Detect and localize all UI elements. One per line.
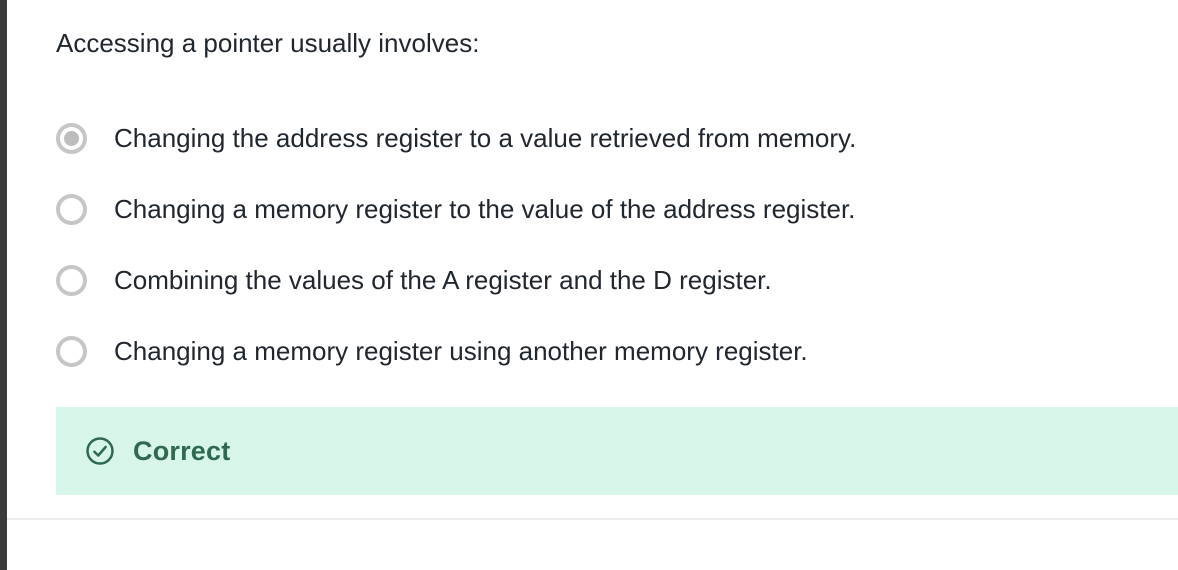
check-circle-icon <box>86 437 114 465</box>
option-label: Changing a memory register to the value … <box>114 194 856 224</box>
answer-option[interactable]: Changing a memory register to the value … <box>56 194 1178 225</box>
correct-feedback-banner: Correct <box>56 407 1178 495</box>
question-block: Accessing a pointer usually involves: Ch… <box>56 0 1178 495</box>
question-text: Accessing a pointer usually involves: <box>56 28 480 58</box>
answer-options-list: Changing the address register to a value… <box>56 123 1178 367</box>
left-edge-bar <box>0 0 7 570</box>
option-label: Changing a memory register using another… <box>114 336 808 366</box>
radio-button[interactable] <box>56 336 87 367</box>
radio-button[interactable] <box>56 265 87 296</box>
answer-option[interactable]: Changing a memory register using another… <box>56 336 1178 367</box>
divider <box>7 518 1178 520</box>
correct-label: Correct <box>133 435 231 466</box>
radio-button[interactable] <box>56 194 87 225</box>
answer-option[interactable]: Combining the values of the A register a… <box>56 265 1178 296</box>
answer-option[interactable]: Changing the address register to a value… <box>56 123 1178 154</box>
option-label: Combining the values of the A register a… <box>114 265 772 295</box>
radio-button[interactable] <box>56 123 87 154</box>
option-label: Changing the address register to a value… <box>114 123 857 153</box>
